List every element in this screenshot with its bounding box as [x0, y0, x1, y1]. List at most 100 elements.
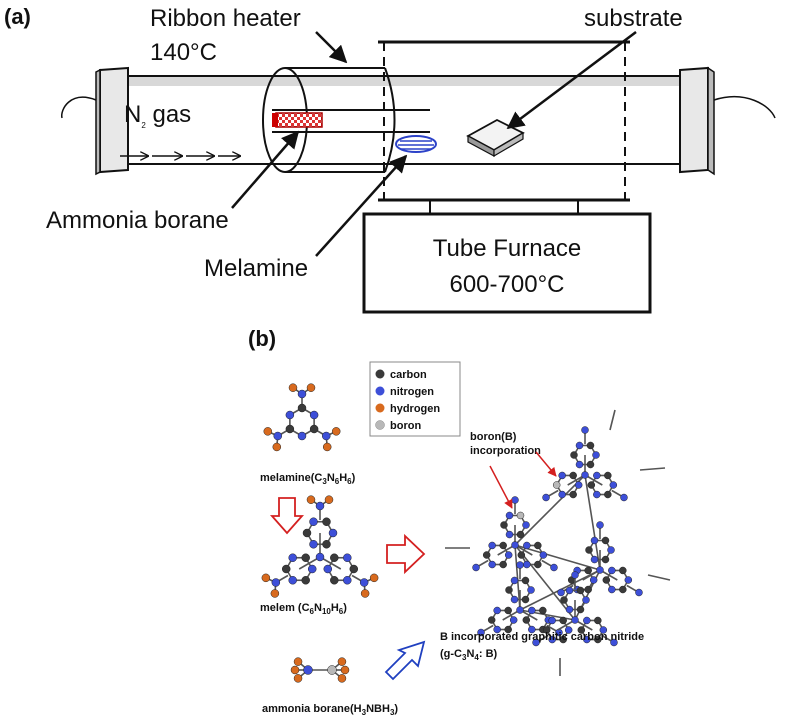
bond — [609, 409, 616, 431]
carbon-atom — [594, 616, 602, 625]
carbon-atom — [619, 566, 627, 575]
nitrogen-atom — [581, 471, 589, 479]
carbon-atom — [301, 553, 310, 562]
nitrogen-atom — [592, 451, 600, 459]
carbon-atom — [499, 541, 507, 550]
legend-nitrogen-dot — [375, 386, 385, 396]
carbon-atom — [601, 555, 610, 564]
carbon-atom — [285, 424, 295, 434]
nitrogen-atom — [285, 410, 295, 420]
melem-molecule — [261, 495, 379, 598]
carbon-atom — [619, 585, 627, 594]
panel-b-tag: (b) — [248, 326, 276, 351]
melamine-boat — [395, 135, 437, 153]
carbon-atom — [601, 536, 610, 545]
carbon-atom — [569, 471, 577, 480]
nitrogen-atom — [583, 635, 591, 644]
nitrogen-atom — [542, 493, 550, 502]
bond — [647, 574, 671, 581]
product-line2: (g-C3N4: B) — [440, 648, 498, 662]
carbon-atom — [330, 553, 339, 562]
nitrogen-atom — [574, 481, 583, 489]
nitrogen-atom — [307, 564, 317, 574]
carbon-atom — [594, 635, 602, 644]
carbon-atom — [570, 451, 578, 459]
hydrogen-atom — [293, 674, 303, 683]
hydrogen-atom — [306, 495, 316, 504]
nitrogen-atom — [309, 410, 319, 420]
nitrogen-atom — [582, 596, 590, 604]
nitrogen-atom — [565, 605, 574, 614]
nitrogen-atom — [328, 528, 338, 538]
carbon-atom — [569, 490, 577, 499]
ammonia-borane-boat — [275, 112, 323, 128]
carbon-atom — [559, 616, 567, 625]
melamine-arrow — [315, 154, 408, 257]
boron-incorporation-line2: incorporation — [470, 445, 541, 457]
legend-hydrogen: hydrogen — [390, 403, 440, 415]
carbon-atom — [504, 606, 512, 615]
carbon-atom — [586, 441, 595, 450]
nitrogen-atom — [309, 540, 318, 549]
nitrogen-atom — [599, 626, 608, 634]
hydrogen-atom — [290, 665, 300, 675]
nitrogen-atom — [548, 635, 556, 644]
nitrogen-atom — [288, 553, 297, 562]
nitrogen-atom — [523, 541, 531, 550]
hydrogen-atom — [293, 657, 303, 666]
panel-a: (a) — [4, 4, 776, 314]
carbon-atom — [301, 576, 310, 585]
carbon-atom — [539, 606, 547, 615]
carbon-atom — [559, 635, 567, 644]
ammonia-borane-label: Ammonia borane — [46, 207, 229, 234]
carbon-atom — [534, 560, 542, 569]
blue-diagonal-arrow — [384, 640, 426, 681]
nitrogen-atom — [477, 628, 485, 637]
nitrogen-atom — [593, 471, 601, 480]
nitrogen-atom — [271, 578, 281, 587]
carbon-atom — [504, 625, 512, 634]
red-right-arrow — [386, 533, 426, 575]
boron-atom — [516, 511, 525, 520]
carbon-atom — [297, 403, 307, 413]
nitrogen-atom — [297, 389, 307, 399]
nitrogen-atom — [590, 536, 599, 545]
nitrogen-atom — [505, 511, 514, 520]
nitrogen-atom — [504, 551, 513, 559]
nitrogen-atom — [596, 521, 604, 529]
carbon-atom — [302, 528, 312, 538]
nitrogen-atom — [558, 490, 566, 499]
red-down-arrow — [270, 497, 304, 535]
nitrogen-atom — [532, 638, 540, 647]
boat-end — [272, 113, 278, 127]
carbon-atom — [577, 626, 586, 634]
panel-b: (b) carbon nitrogen hydrogen boron melam… — [248, 326, 671, 717]
bond — [514, 474, 586, 546]
boron-atom — [327, 665, 337, 675]
wire-left — [61, 96, 97, 119]
nitrogen-atom — [511, 541, 519, 549]
nitrogen-atom — [624, 576, 633, 584]
carbon-atom — [309, 424, 319, 434]
legend-carbon: carbon — [390, 369, 427, 381]
ribbon-heater-temp: 140°C — [150, 39, 217, 66]
nitrogen-atom — [472, 563, 480, 572]
nitrogen-atom — [516, 606, 524, 614]
hydrogen-atom — [369, 573, 379, 583]
furnace-temp: 600-700°C — [449, 271, 564, 298]
melamine-label: Melamine — [204, 255, 308, 282]
carbon-atom — [542, 626, 551, 634]
tube-highlight — [100, 76, 695, 86]
melamine-molecule — [263, 383, 341, 452]
carbon-atom — [586, 460, 595, 469]
hydrogen-atom — [337, 657, 347, 666]
hydrogen-atom — [324, 495, 334, 504]
nitrogen-atom — [608, 566, 616, 575]
nitrogen-atom — [575, 460, 584, 469]
carbon-atom — [322, 517, 331, 526]
nitrogen-atom — [509, 616, 518, 624]
carbon-atom — [330, 576, 339, 585]
carbon-atom — [349, 564, 359, 574]
panel-a-tag: (a) — [4, 4, 31, 29]
gcn-network — [445, 409, 671, 676]
